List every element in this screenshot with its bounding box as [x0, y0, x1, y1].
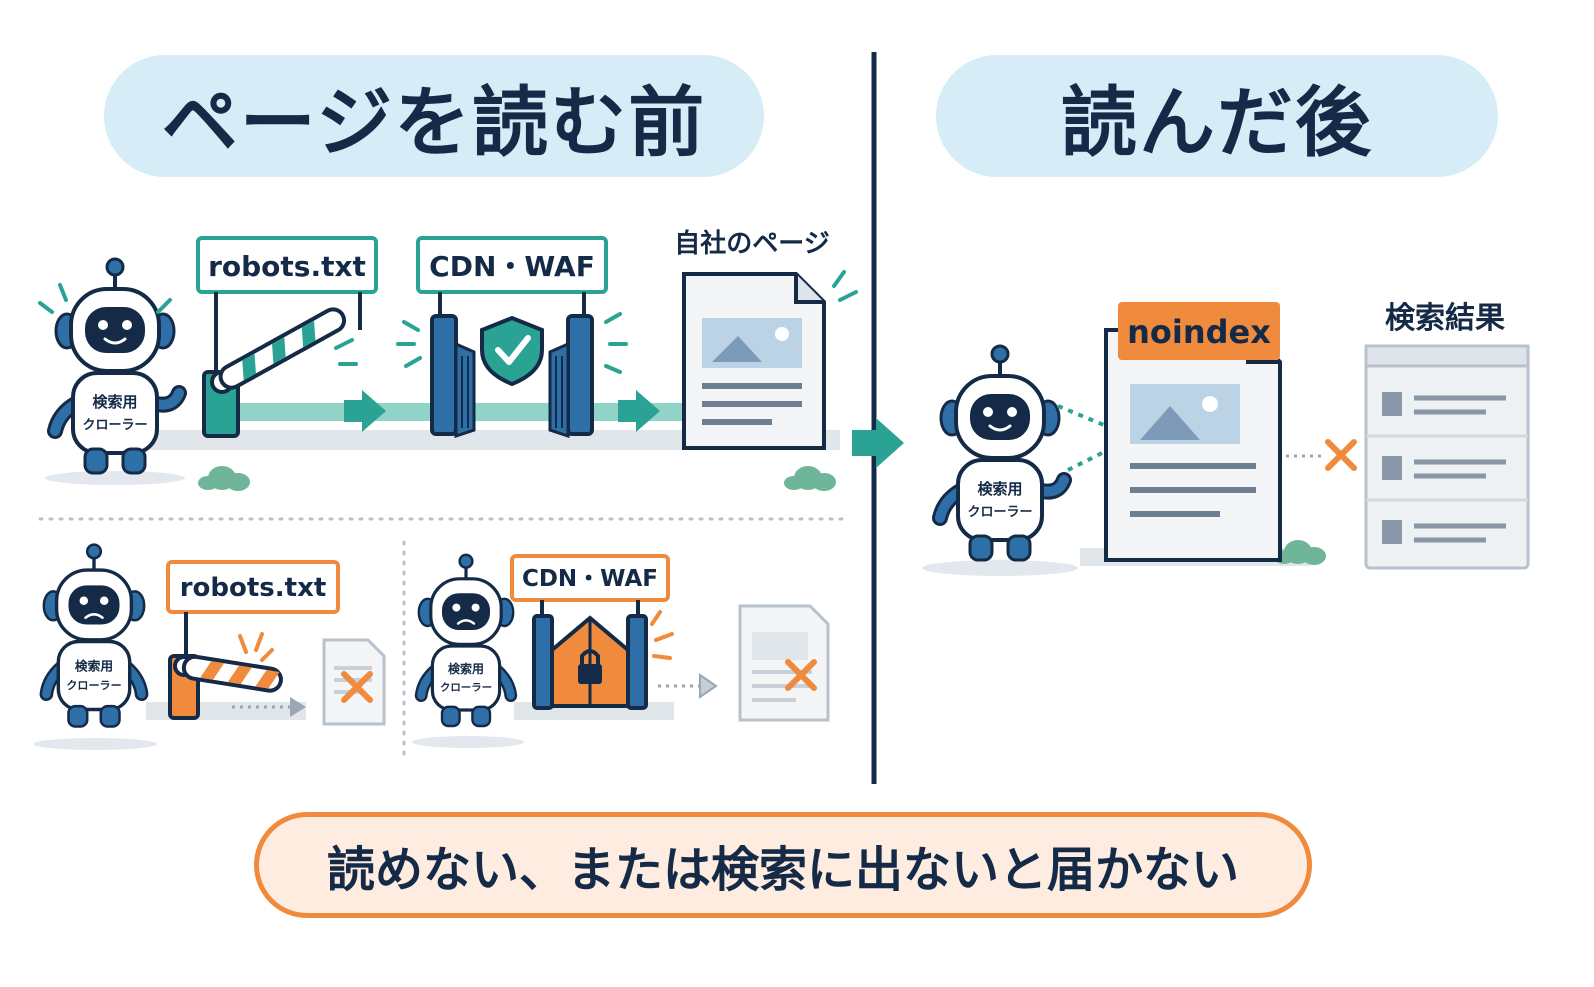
svg-text:robots.txt: robots.txt — [180, 573, 327, 603]
bush-icon — [198, 466, 250, 491]
noindex-document-icon — [1104, 328, 1282, 562]
blocked-document-icon — [322, 638, 386, 726]
bush-icon — [784, 466, 836, 491]
top-ground — [150, 430, 840, 450]
shield-check-icon — [480, 315, 544, 387]
locked-gate-icon — [532, 614, 648, 710]
blocked-document-icon — [738, 604, 830, 722]
open-barrier-icon — [202, 307, 347, 438]
closed-barrier-icon — [168, 654, 283, 720]
svg-text:検索用: 検索用 — [977, 480, 1022, 498]
svg-text:検索用: 検索用 — [75, 658, 113, 674]
svg-text:noindex: noindex — [1127, 313, 1271, 351]
x-mark-icon — [785, 659, 817, 691]
document-icon — [682, 272, 826, 450]
robots-sign-top — [196, 236, 378, 294]
svg-text:検索結果: 検索結果 — [1385, 301, 1505, 336]
svg-text:CDN・WAF: CDN・WAF — [522, 566, 658, 592]
after-read-scene: 検索用 クローラー noindex 検索結果 — [922, 301, 1530, 576]
open-gate-icon — [430, 314, 594, 439]
svg-text:クローラー: クローラー — [82, 418, 147, 433]
noindex-tag — [1118, 302, 1280, 360]
cdn-sign-bottom — [510, 554, 670, 602]
svg-text:クローラー: クローラー — [66, 679, 121, 692]
search-results-list-icon — [1364, 344, 1530, 570]
robots-blocked-scene: 検索用 クローラー robots.txt — [33, 545, 386, 750]
padlock-icon — [580, 649, 600, 664]
arrow-right-icon — [344, 390, 386, 432]
transition-arrow-icon — [852, 418, 904, 468]
svg-text:CDN・WAF: CDN・WAF — [429, 250, 595, 283]
happy-crawler: 検索用 クローラー — [940, 346, 1064, 560]
heading-after: 読んだ後 — [936, 55, 1498, 177]
heading-before: ページを読む前 — [104, 55, 764, 177]
happy-crawler: 検索用 クローラー — [55, 259, 179, 473]
svg-text:検索用: 検索用 — [448, 661, 484, 676]
svg-text:検索用: 検索用 — [92, 393, 137, 411]
sad-crawler: 検索用 クローラー — [44, 545, 144, 727]
svg-text:クローラー: クローラー — [967, 505, 1032, 520]
svg-text:クローラー: クローラー — [440, 682, 492, 694]
arrow-right-icon — [618, 390, 660, 432]
spark-icon — [38, 283, 172, 314]
svg-text:自社のページ: 自社のページ — [674, 228, 829, 259]
cdn-blocked-scene: 検索用 クローラー CDN・WAF — [412, 554, 830, 748]
x-mark-icon — [1325, 439, 1357, 471]
cdn-sign-top — [416, 236, 608, 294]
x-mark-icon — [341, 671, 373, 703]
robots-sign-bottom — [166, 560, 340, 614]
svg-text:robots.txt: robots.txt — [208, 250, 366, 283]
conclusion-banner: 読めない、または検索に出ないと届かない — [254, 812, 1312, 918]
top-success-path: 検索用 クローラー robots.txt CDN・WAF — [38, 228, 858, 491]
sad-crawler: 検索用 クローラー — [419, 555, 513, 726]
